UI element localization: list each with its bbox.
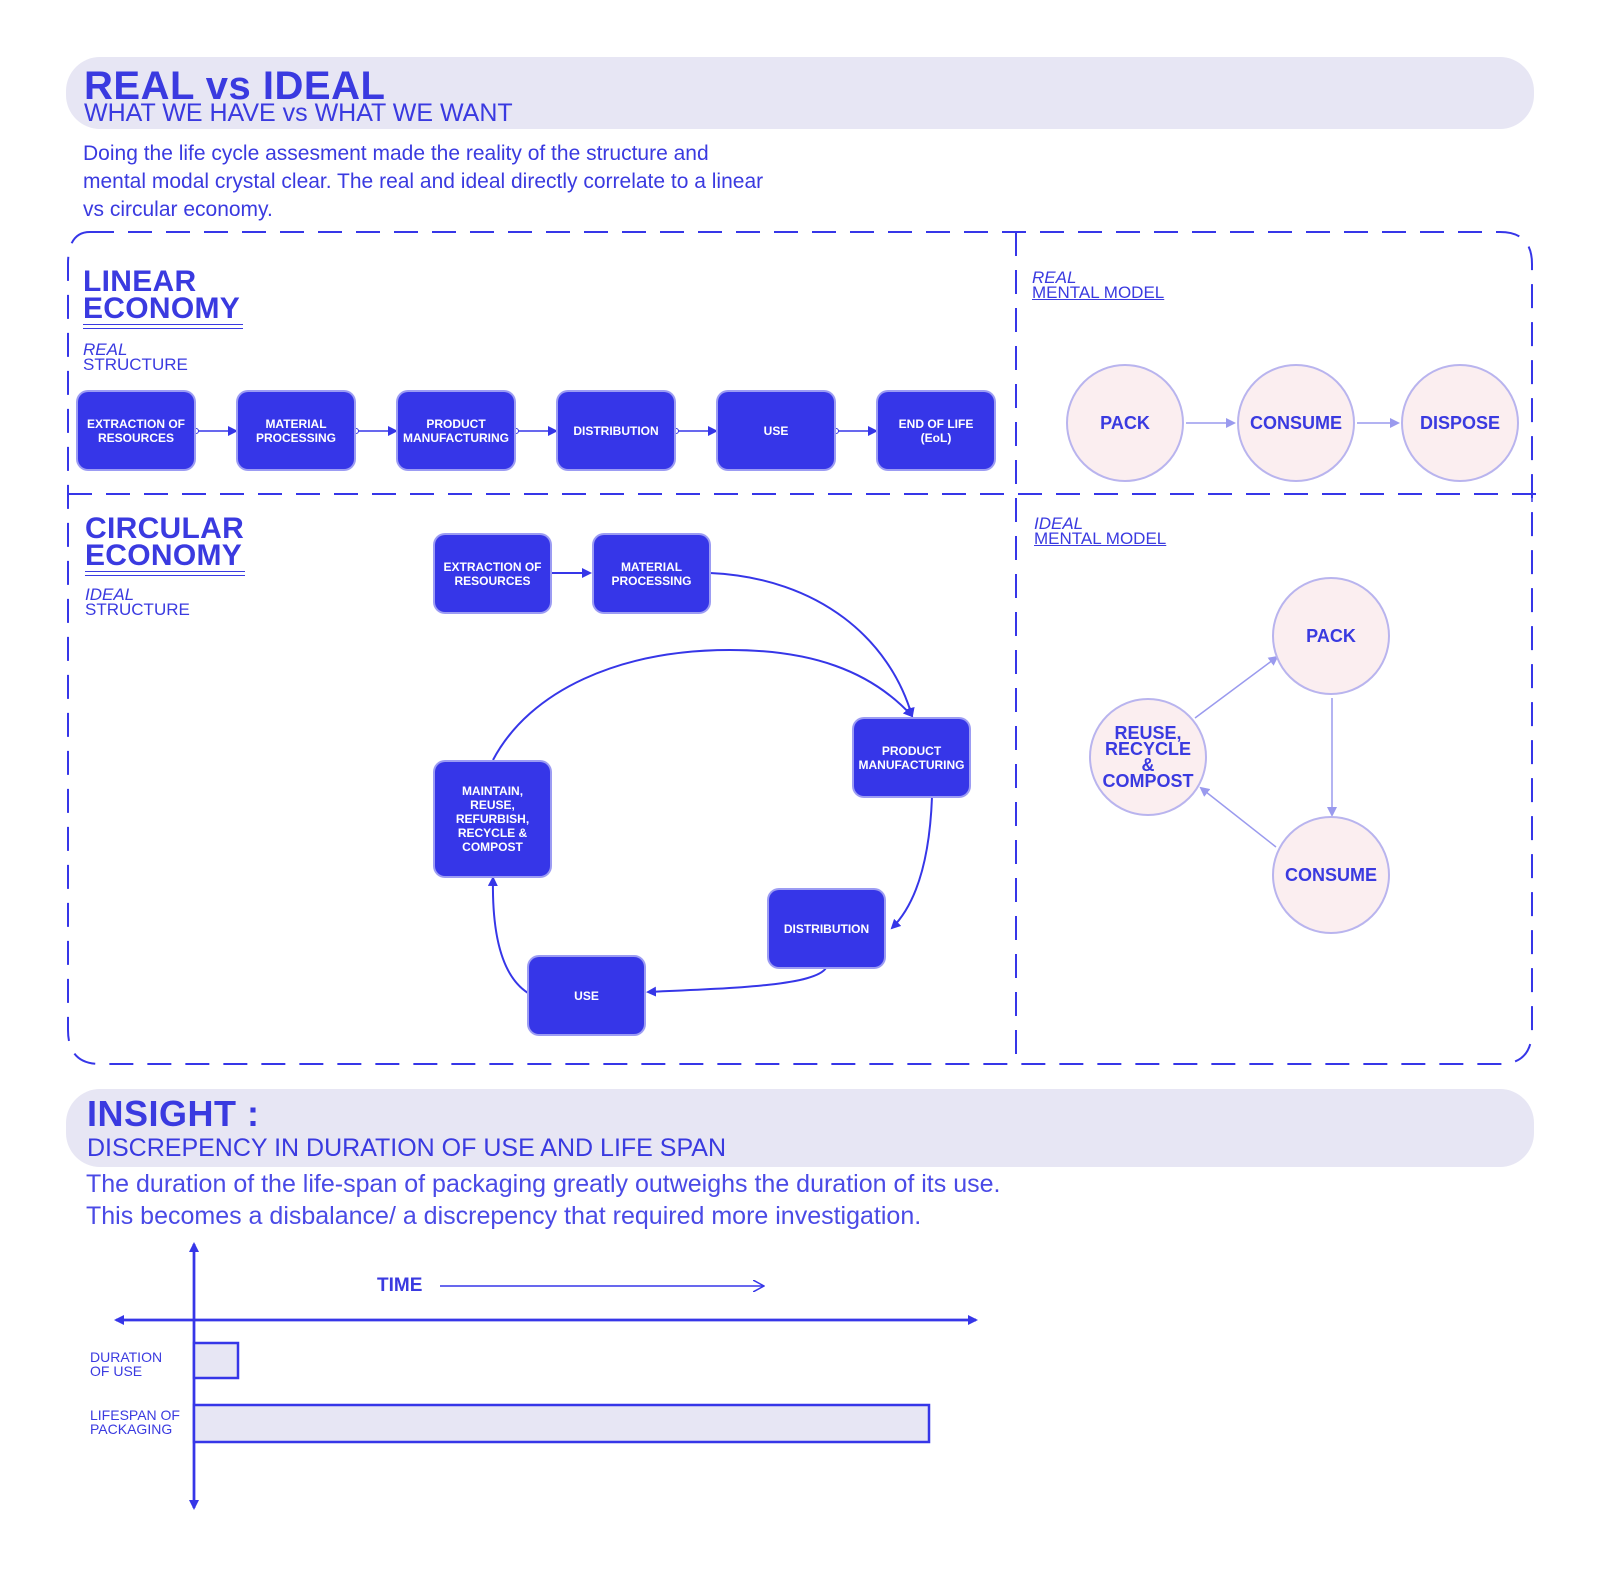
header-band [66, 57, 1534, 129]
real-node-consume: CONSUME [1237, 364, 1355, 482]
ideal-node-consume: CONSUME [1272, 816, 1390, 934]
ideal-model-arrows [1194, 655, 1337, 848]
linear-subtitle: REAL STRUCTURE [83, 340, 188, 374]
circular-step-maintain: MAINTAIN, REUSE, REFURBISH, RECYCLE & CO… [435, 762, 550, 876]
duration-of-use-bar [192, 1341, 240, 1380]
circular-step-distribution: DISTRIBUTION [769, 890, 884, 967]
ideal-node-pack: PACK [1272, 577, 1390, 695]
circular-heading: CIRCULAR ECONOMY [85, 512, 245, 572]
circular-rule-2 [85, 575, 245, 576]
duration-of-use-label: DURATION OF USE [90, 1349, 163, 1379]
insight-line-2: This becomes a disbalance/ a discrepency… [86, 1202, 922, 1230]
real-node-pack: PACK [1066, 364, 1184, 482]
linear-step-extraction: EXTRACTION OF RESOURCES [78, 392, 194, 469]
linear-rule [83, 324, 243, 325]
circular-subtitle: IDEAL STRUCTURE [85, 585, 190, 619]
real-node-dispose: DISPOSE [1401, 364, 1519, 482]
real-model-label: REAL MENTAL MODEL [1032, 268, 1165, 302]
lifespan-of-packaging-bar [192, 1403, 931, 1444]
insight-title: INSIGHT : [87, 1093, 260, 1134]
circular-step-material: MATERIAL PROCESSING [594, 535, 709, 612]
linear-step-manufacturing: PRODUCT MANUFACTURING [398, 392, 514, 469]
circular-step-use: USE [529, 957, 644, 1034]
insight-band [66, 1089, 1534, 1167]
page-title: REAL vs IDEAL [84, 64, 386, 108]
insight-subtitle: DISCREPENCY IN DURATION OF USE AND LIFE … [87, 1134, 727, 1162]
dashed-frame [67, 231, 1542, 1065]
linear-step-eol: END OF LIFE (EoL) [878, 392, 994, 469]
circular-arrows [487, 568, 933, 997]
linear-rule-2 [83, 328, 243, 329]
timeline-axes [114, 1242, 978, 1510]
linear-step-distribution: DISTRIBUTION [558, 392, 674, 469]
ideal-model-label: IDEAL MENTAL MODEL [1034, 514, 1167, 548]
lifespan-of-packaging-label: LIFESPAN OF PACKAGING [90, 1407, 180, 1437]
page-subtitle: WHAT WE HAVE vs WHAT WE WANT [84, 99, 513, 127]
linear-step-use: USE [718, 392, 834, 469]
circular-rule [85, 571, 245, 572]
insight-line-1: The duration of the life-span of packagi… [86, 1170, 1001, 1198]
circular-step-manufacturing: PRODUCT MANUFACTURING [854, 719, 969, 796]
linear-step-material: MATERIAL PROCESSING [238, 392, 354, 469]
intro-text: Doing the life cycle assesment made the … [83, 142, 764, 221]
ideal-node-reuse: REUSE, RECYCLE & COMPOST [1089, 698, 1207, 816]
circular-step-extraction: EXTRACTION OF RESOURCES [435, 535, 550, 612]
linear-heading: LINEAR ECONOMY [83, 265, 241, 325]
time-label: TIME [377, 1275, 423, 1296]
